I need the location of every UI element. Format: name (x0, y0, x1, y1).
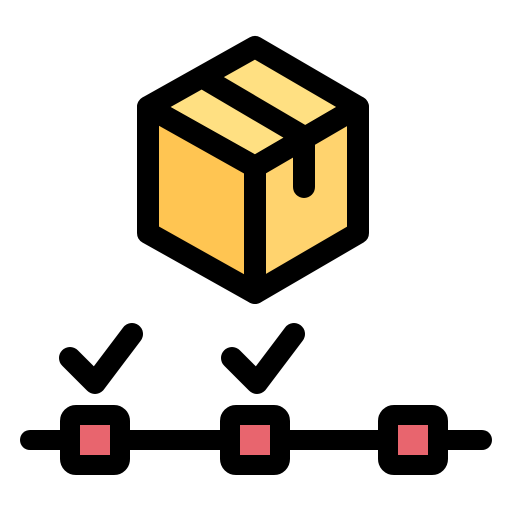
timeline-nodes (60, 405, 448, 475)
step-2-check-icon (221, 323, 305, 394)
step-3-node (378, 405, 448, 475)
box-right-face (244, 96, 369, 304)
step-1-check-icon (59, 323, 143, 394)
package-box-icon (137, 36, 369, 304)
box-tape-line (191, 66, 315, 148)
checkmarks (59, 323, 305, 394)
step-1-node (60, 405, 130, 475)
step-2-node (220, 405, 290, 475)
